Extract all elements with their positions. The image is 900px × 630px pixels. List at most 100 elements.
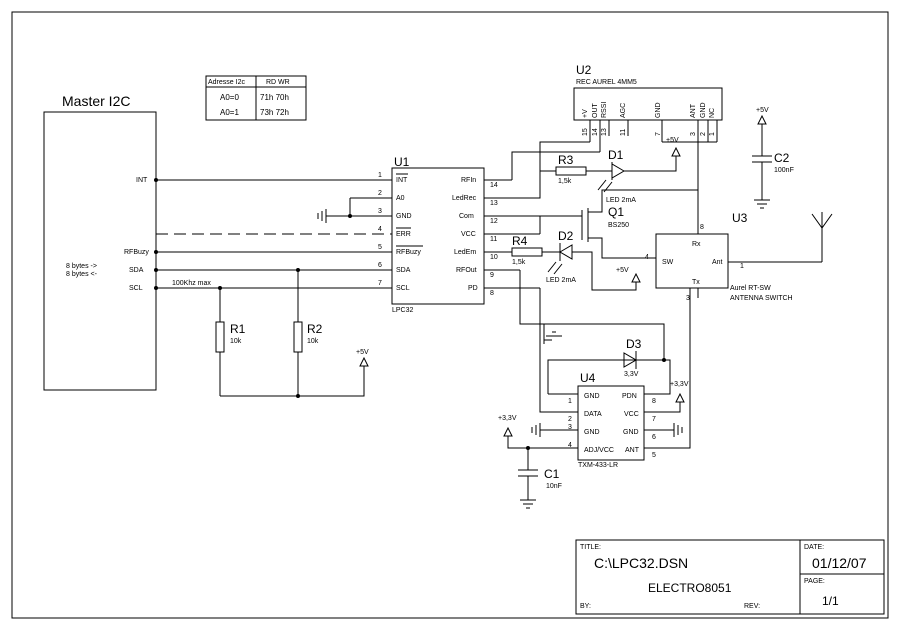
c2-value: 100nF (774, 167, 794, 174)
u4-pin2-num: 2 (568, 416, 572, 423)
u1-pin6-num: 6 (378, 262, 382, 269)
u1-pin8-name: PD (468, 285, 478, 292)
u2-pin-name-5: GND (655, 102, 662, 118)
u1-pin7-name: SCL (396, 285, 410, 292)
addr-row-2-a: A0=1 (220, 108, 239, 117)
tb-subtitle: ELECTRO8051 (648, 581, 732, 595)
u4-gnd-top-ground-icon (544, 331, 562, 341)
c1-value: 10nF (546, 483, 562, 490)
u4-pin7-name: VCC (624, 411, 639, 418)
u1-pin7-num: 7 (378, 280, 382, 287)
u2-pin-num-8: 1 (709, 132, 716, 136)
u2-pin-name-6: ANT (690, 103, 697, 118)
u4-gnd-left-ground-icon (531, 423, 578, 437)
r4-value: 1,5k (512, 259, 526, 266)
d1-5v-arrow-icon (671, 146, 681, 157)
u3-pin-sw: 4 (645, 254, 649, 261)
u1-pin13-name: LedRec (452, 195, 477, 202)
u2-pin-num-1: 15 (582, 128, 589, 136)
addr-row-1-b: 71h 70h (260, 93, 289, 102)
u1-pin5-name: RFBuzy (396, 249, 421, 256)
u2-pin-num-7: 2 (700, 132, 707, 136)
u2-chip: U2 REC AUREL 4MM5 (573, 63, 723, 121)
u1-pin12-name: Com (459, 213, 474, 220)
tb-rev-label: REV: (744, 603, 760, 610)
tb-page-label: PAGE: (804, 578, 825, 585)
u2-pin-num-5: 7 (655, 132, 662, 136)
u4-gnd-right-ground-icon (644, 423, 683, 437)
u4-pin8-name: PDN (622, 393, 637, 400)
u1-pin6-name: SDA (396, 267, 411, 274)
u1-pin10-num: 10 (490, 254, 498, 261)
u1-pin5-num: 5 (378, 244, 382, 251)
sheet-border (11, 11, 889, 619)
u4-pin6-name: GND (623, 429, 639, 436)
u1-pin3-num: 3 (378, 208, 382, 215)
tb-by-label: BY: (580, 603, 591, 610)
r3-value: 1,5k (558, 178, 572, 185)
u3-chip: U3 Aurel RT-SW ANTENNA SWITCH (655, 211, 833, 302)
u3-ref: U3 (732, 211, 748, 225)
u1-pin1-num: 1 (378, 172, 382, 179)
d3-value: 3,3V (624, 371, 639, 378)
c1-capacitor (518, 448, 538, 509)
u3-pin-ant: 1 (740, 263, 744, 270)
u2-pin-name-7: GND (700, 102, 707, 118)
u3-pin-tx: 3 (686, 295, 690, 302)
c2-ref: C2 (774, 151, 790, 165)
u1-pin4-name: ERR (396, 231, 411, 238)
c1-ref: C1 (544, 467, 560, 481)
u1-pin9-name: RFOut (456, 267, 477, 274)
r1-value: 10k (230, 338, 242, 345)
u2-pin-name-3: RSSI (601, 102, 608, 118)
u4-chip: U4 TXM-433-LR (577, 371, 645, 469)
d2-value: LED 2mA (546, 277, 576, 284)
c2-5v-label: +5V (756, 107, 769, 114)
u2-pin-name-4: AGC (620, 103, 627, 118)
u2-type: REC AUREL 4MM5 (576, 79, 637, 86)
master-bytes-in: 8 bytes <- (66, 271, 98, 278)
d1-ref: D1 (608, 148, 624, 162)
u3-tx-label: Tx (692, 279, 700, 286)
u2-pin-num-6: 3 (690, 132, 697, 136)
u3-type-line1: Aurel RT-SW (730, 285, 771, 292)
q1-value: BS250 (608, 222, 629, 229)
u1-pin8-num: 8 (490, 290, 494, 297)
addr-header-left: Adresse I2c (208, 79, 245, 86)
d2-5v-arrow-icon (631, 272, 641, 283)
u2-pin-num-2: 14 (592, 128, 599, 136)
r2-value: 10k (307, 338, 319, 345)
master-scl-label: SCL (129, 285, 143, 292)
u2-pin-name-2: OUT (592, 103, 599, 119)
u4-type: TXM-433-LR (578, 462, 618, 469)
d1-value: LED 2mA (606, 197, 636, 204)
u1-pin13-num: 13 (490, 200, 498, 207)
u2-pin-num-4: 11 (620, 129, 627, 136)
r1-resistor (215, 288, 225, 396)
pullup-5v-label: +5V (356, 349, 369, 356)
u4-pin3-name: GND (584, 429, 600, 436)
u4-pin5-name: ANT (625, 447, 640, 454)
u1-ref: U1 (394, 155, 410, 169)
master-sda-label: SDA (129, 267, 144, 274)
u3-ant-label: Ant (712, 259, 723, 266)
d3-diode-icon (623, 351, 637, 369)
scl-speed-note: 100Khz max (172, 280, 211, 287)
d2-5v-label: +5V (616, 267, 629, 274)
u3-rx-label: Rx (692, 241, 701, 248)
q1-ref: Q1 (608, 205, 624, 219)
u3-sw-label: SW (662, 259, 674, 266)
r1-ref: R1 (230, 322, 246, 336)
addr-row-2-b: 73h 72h (260, 108, 289, 117)
u4-pin1-num: 1 (568, 398, 572, 405)
u1-pin10-name: LedEm (454, 249, 476, 256)
tb-date-label: DATE: (804, 544, 824, 551)
u1-pin11-name: VCC (461, 231, 476, 238)
u1-pin11-num: 11 (490, 236, 497, 243)
u1-pin3-name: GND (396, 213, 412, 220)
u2-pin-num-3: 13 (601, 128, 608, 136)
u1-pin14-name: RFIn (461, 177, 476, 184)
r4-ref: R4 (512, 234, 528, 248)
address-table: Adresse I2c RD WR A0=0 71h 70h A0=1 73h … (205, 75, 307, 121)
